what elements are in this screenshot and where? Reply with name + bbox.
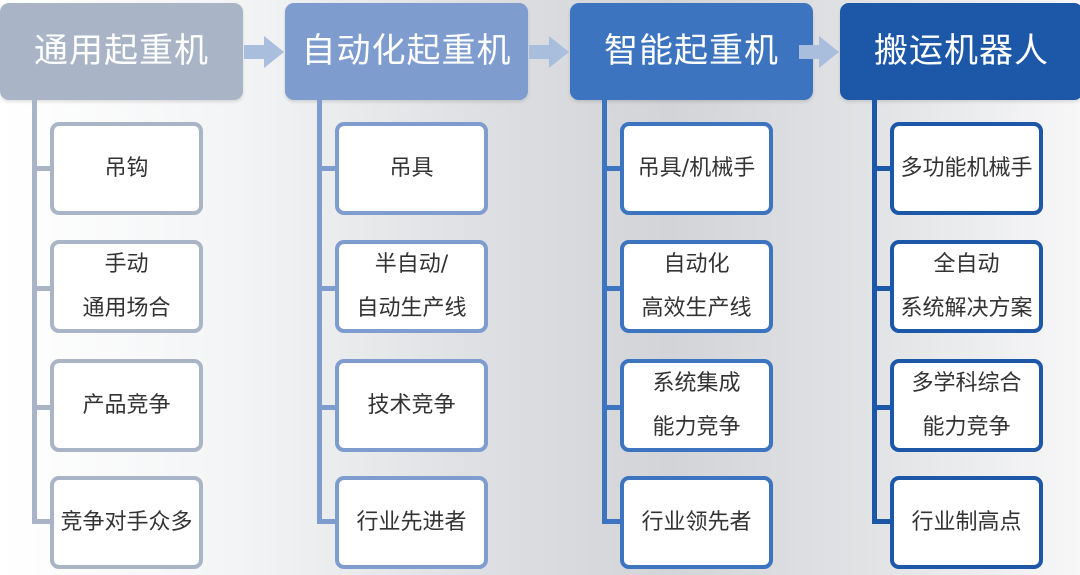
feature-text: 半自动/	[374, 251, 449, 277]
feature-text: 全自动	[933, 251, 1000, 277]
connector-branch	[32, 405, 52, 410]
stage-column-general-crane: 通用起重机 吊钩 手动 通用场合 产品竞争 竞争对手众多	[0, 0, 243, 575]
connector-branch	[317, 519, 337, 524]
feature-text: 系统解决方案	[900, 295, 1033, 321]
connector-line	[317, 100, 322, 522]
feature-text: 高效生产线	[641, 295, 752, 321]
feature-text: 多功能机械手	[900, 155, 1033, 181]
connector-branch	[317, 286, 337, 291]
feature-box: 产品竞争	[50, 359, 203, 452]
connector-branch	[32, 166, 52, 171]
connector-branch	[32, 286, 52, 291]
stage-header: 自动化起重机	[285, 3, 528, 100]
feature-text: 吊具/机械手	[637, 155, 756, 181]
stage-header: 智能起重机	[570, 3, 813, 100]
connector-branch	[602, 405, 622, 410]
connector-branch	[872, 166, 892, 171]
connector-branch	[602, 166, 622, 171]
feature-box: 全自动 系统解决方案	[890, 240, 1043, 333]
feature-box: 行业制高点	[890, 476, 1043, 569]
feature-text: 能力竞争	[922, 414, 1011, 440]
right-arrow-icon	[799, 36, 839, 68]
feature-box: 吊具/机械手	[620, 122, 773, 215]
feature-text: 吊具	[389, 155, 434, 181]
connector-line	[602, 100, 607, 522]
feature-box: 系统集成 能力竞争	[620, 359, 773, 452]
connector-branch	[317, 166, 337, 171]
connector-branch	[872, 405, 892, 410]
feature-box: 自动化 高效生产线	[620, 240, 773, 333]
feature-box: 行业领先者	[620, 476, 773, 569]
feature-text: 吊钩	[104, 155, 149, 181]
feature-text: 多学科综合	[911, 370, 1022, 396]
feature-text: 自动化	[663, 251, 730, 277]
feature-box: 手动 通用场合	[50, 240, 203, 333]
feature-text: 手动	[104, 251, 149, 277]
stage-header: 搬运机器人	[840, 3, 1080, 100]
feature-box: 半自动/ 自动生产线	[335, 240, 488, 333]
feature-text: 系统集成	[652, 370, 741, 396]
connector-branch	[602, 519, 622, 524]
feature-text: 能力竞争	[652, 414, 741, 440]
feature-box: 多学科综合 能力竞争	[890, 359, 1043, 452]
connector-branch	[317, 405, 337, 410]
connector-line	[32, 100, 37, 522]
feature-box: 技术竞争	[335, 359, 488, 452]
feature-text: 技术竞争	[367, 392, 456, 418]
feature-box: 吊具	[335, 122, 488, 215]
feature-box: 多功能机械手	[890, 122, 1043, 215]
stage-header: 通用起重机	[0, 3, 243, 100]
connector-branch	[32, 519, 52, 524]
feature-box: 行业先进者	[335, 476, 488, 569]
feature-box: 吊钩	[50, 122, 203, 215]
connector-branch	[872, 519, 892, 524]
connector-line	[872, 100, 877, 522]
feature-box: 竞争对手众多	[50, 476, 203, 569]
connector-branch	[872, 286, 892, 291]
feature-text: 自动生产线	[356, 295, 467, 321]
connector-branch	[602, 286, 622, 291]
stage-column-smart-crane: 智能起重机 吊具/机械手 自动化 高效生产线 系统集成 能力竞争 行业领先者	[570, 0, 813, 575]
stage-column-handling-robot: 搬运机器人 多功能机械手 全自动 系统解决方案 多学科综合 能力竞争 行业制高点	[840, 0, 1080, 575]
feature-text: 竞争对手众多	[60, 509, 193, 535]
feature-text: 行业先进者	[356, 509, 467, 535]
feature-text: 行业领先者	[641, 509, 752, 535]
feature-text: 产品竞争	[82, 392, 171, 418]
feature-text: 行业制高点	[911, 509, 1022, 535]
right-arrow-icon	[529, 36, 569, 68]
feature-text: 通用场合	[82, 295, 171, 321]
right-arrow-icon	[244, 36, 284, 68]
stage-column-automated-crane: 自动化起重机 吊具 半自动/ 自动生产线 技术竞争 行业先进者	[285, 0, 528, 575]
